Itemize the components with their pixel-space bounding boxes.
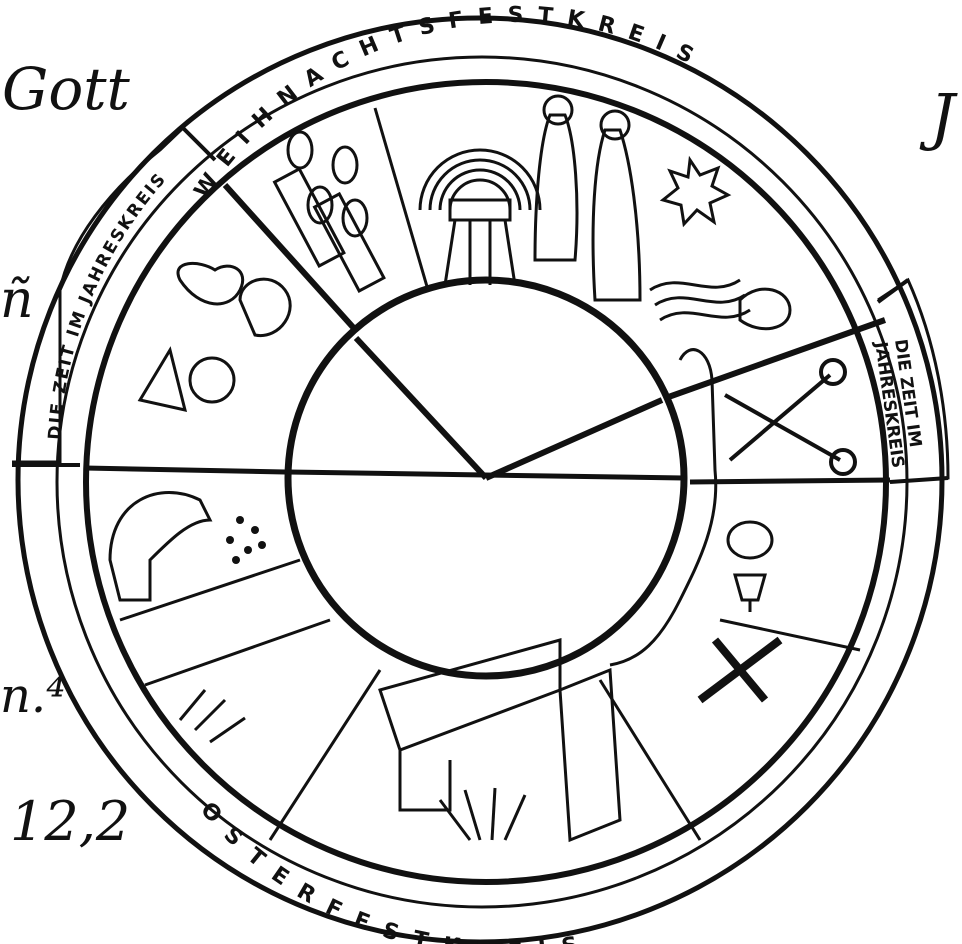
pentecost-flame-icon [140, 263, 290, 410]
baptism-water-icon [226, 516, 266, 564]
baptism-hand-icon [110, 493, 210, 601]
ring-label-weihnachtsfestkreis: WEIHNACHTSFESTKREIS [190, 3, 710, 203]
magi-figures-icon [535, 96, 640, 300]
waves-shell-icon [650, 280, 790, 329]
crossed-keys-icon [725, 360, 855, 474]
ring-label-right: DIE ZEIT IM JAHRESKREIS [870, 337, 927, 469]
manger-halo-icon [420, 150, 540, 285]
bread-cup-icon [728, 522, 772, 612]
advent-candles-icon [275, 132, 384, 291]
star-icon [663, 160, 728, 224]
cross-icon [700, 640, 780, 700]
